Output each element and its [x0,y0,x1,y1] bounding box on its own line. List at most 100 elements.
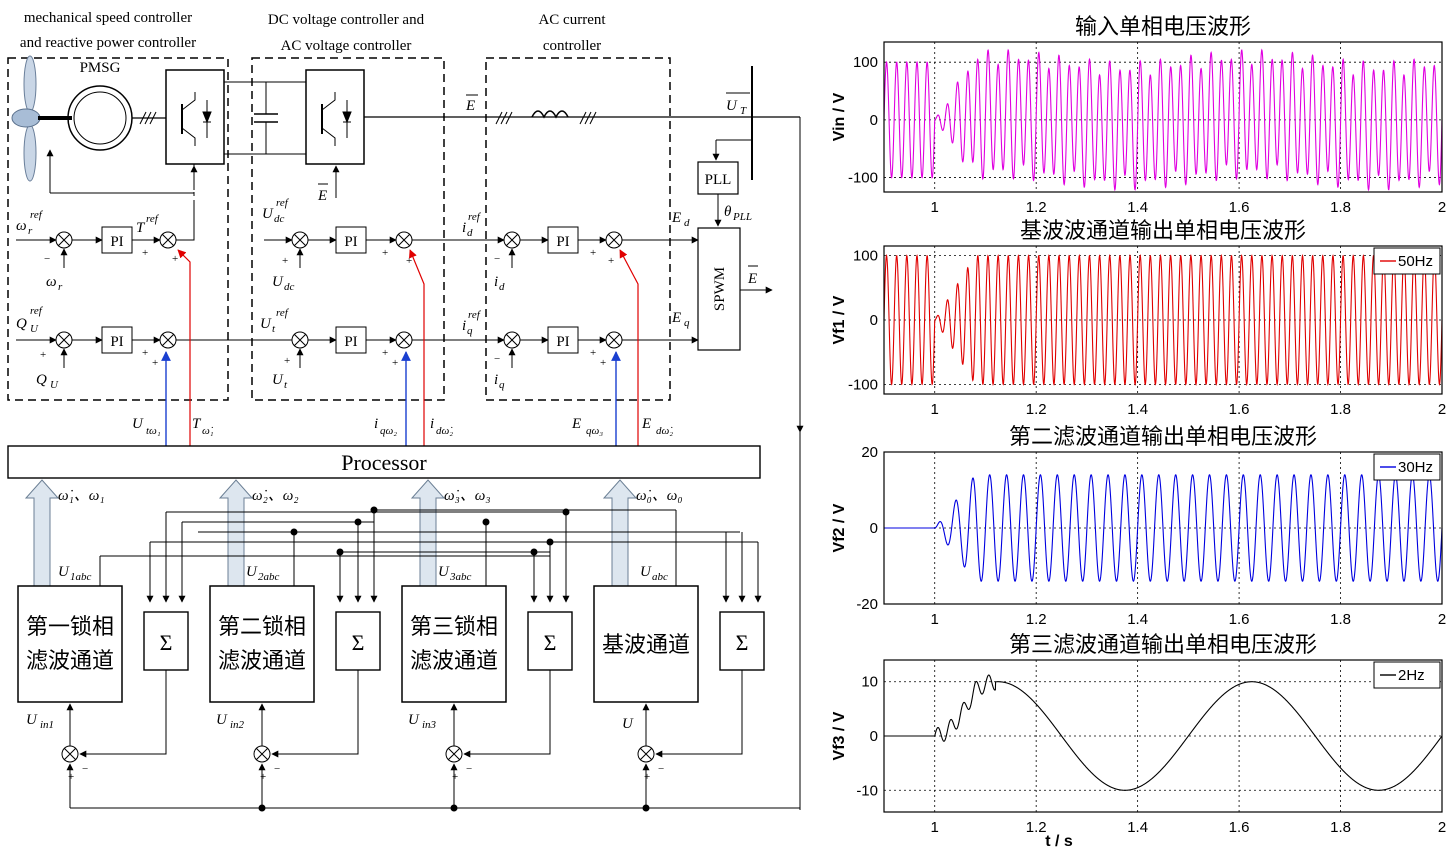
svg-text:i: i [494,372,498,388]
svg-text:U: U [438,564,450,580]
svg-text:PI: PI [344,234,357,250]
y-axis-label: Vf3 / V [831,711,848,760]
svg-text:U: U [408,712,420,728]
svg-text:1abc: 1abc [70,571,92,583]
ac-voltage-controller-label: AC voltage controller [281,38,412,54]
control-block-diagram: mechanical speed controller and reactive… [7,10,804,812]
svg-text:+: + [68,771,74,783]
x-tick-label: 1.8 [1330,819,1351,836]
svg-text:−: − [494,253,500,265]
y-tick-label: 20 [861,444,878,461]
y-tick-label: 100 [853,248,878,265]
ac-current-label: AC current [538,12,606,28]
i-dw2-label: i [430,416,434,432]
svg-text:−: − [274,763,280,775]
chart-title: 第三滤波通道输出单相电压波形 [1009,633,1317,658]
svg-text:−: − [44,253,50,265]
svg-text:滤波通道: 滤波通道 [26,649,114,674]
x-tick-label: 1 [931,611,939,628]
y-tick-label: 0 [870,112,878,129]
svg-text:PI: PI [110,334,123,350]
svg-text:T: T [740,105,747,117]
y-tick-label: -100 [848,170,878,187]
speed-controller-box [7,57,229,401]
svg-text:第三锁相: 第三锁相 [410,615,498,640]
svg-text:+: + [260,771,266,783]
input-junctions [61,670,800,809]
svg-text:ref: ref [468,309,482,321]
svg-text:qω₂: qω₂ [380,425,397,437]
svg-text:第二锁相: 第二锁相 [218,615,306,640]
y-tick-label: 0 [870,728,878,745]
svg-text:in3: in3 [422,719,437,731]
x-tick-label: 1.8 [1330,199,1351,216]
ac-current-controller-label: controller [543,38,601,54]
svg-text:PI: PI [344,334,357,350]
x-tick-label: 1 [931,401,939,418]
i-qw2-label: i [374,416,378,432]
t-w1-label: T [192,416,202,432]
svg-text:+: + [608,255,614,267]
svg-text:ref: ref [146,213,160,225]
reactive-controller-label: and reactive power controller [20,35,196,51]
plot-frame [883,451,1443,605]
e-dw2-label: E [641,416,651,432]
svg-text:ω̇₀、ω₀: ω̇₀、ω₀ [636,488,683,504]
svg-text:in2: in2 [230,719,245,731]
x-tick-label: 1.2 [1026,401,1047,418]
svg-text:t: t [284,379,288,391]
svg-text:2abc: 2abc [258,571,280,583]
svg-text:ω̇₁: ω̇₁ [202,425,214,437]
y-axis-label: Vin / V [831,92,848,141]
y-tick-label: 10 [861,674,878,691]
svg-text:+: + [392,357,398,369]
x-tick-label: 1.8 [1330,401,1351,418]
svg-text:ω̇₃、ω₃: ω̇₃、ω₃ [444,488,491,504]
svg-text:ω: ω [46,274,57,290]
x-tick-label: 1 [931,199,939,216]
dc-controller-box [251,57,445,401]
x-tick-label: 1.6 [1229,819,1250,836]
pll-block [697,161,739,195]
svg-text:E: E [671,210,681,226]
chart-title: 基波波通道输出单相电压波形 [1020,219,1306,244]
svg-text:T: T [136,220,146,236]
svg-text:+: + [644,771,650,783]
svg-text:+: + [284,355,290,367]
svg-text:−: − [466,763,472,775]
svg-text:dω̇₂: dω̇₂ [656,425,673,437]
svg-text:Σ: Σ [352,630,365,655]
x-tick-label: 1.2 [1026,611,1047,628]
y-axis-label: Vf2 / V [831,503,848,552]
svg-text:q: q [499,379,505,391]
svg-text:ω̇₁、ω₁: ω̇₁、ω₁ [58,488,105,504]
svg-text:Q: Q [36,372,47,388]
svg-text:Σ: Σ [736,630,749,655]
pmsg-label: PMSG [80,60,121,76]
svg-text:ω̇₂、ω₂: ω̇₂、ω₂ [252,488,299,504]
legend-label: 30Hz [1398,459,1433,476]
svg-text:ω: ω [16,218,27,234]
x-tick-label: 1 [931,819,939,836]
y-tick-label: 0 [870,312,878,329]
svg-text:in1: in1 [40,719,54,731]
y-tick-label: 100 [853,54,878,71]
svg-text:dc: dc [284,281,295,293]
svg-text:r: r [58,281,63,293]
svg-text:+: + [282,255,288,267]
svg-text:+: + [406,255,412,267]
svg-text:i: i [494,274,498,290]
svg-text:+: + [40,349,46,361]
svg-text:i: i [462,318,466,334]
pmsg-generator-icon [67,85,133,151]
x-tick-label: 1.2 [1026,199,1047,216]
ac-controller-box [485,57,671,401]
u-tw1-label: U [132,416,144,432]
svg-text:U: U [262,206,274,222]
